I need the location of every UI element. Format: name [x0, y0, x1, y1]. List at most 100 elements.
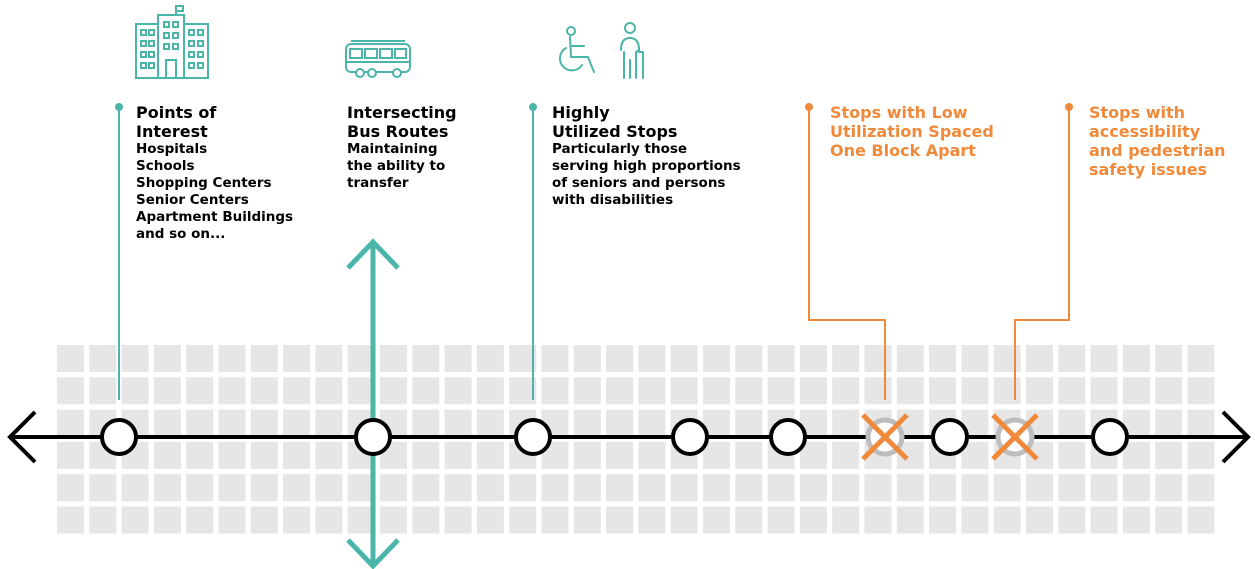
wheelchair-and-person-with-cane-icon: [559, 22, 644, 79]
grid-block: [961, 506, 989, 534]
bus-routes-title-1: Intersecting: [347, 103, 457, 122]
grid-block: [832, 377, 860, 405]
grid-block: [250, 377, 278, 405]
grid-block: [121, 506, 149, 534]
grid-block: [1155, 345, 1183, 372]
grid-block: [541, 345, 569, 372]
points-of-interest-title-2: Interest: [136, 122, 208, 141]
accessibility-title-3: and pedestrian: [1089, 141, 1226, 160]
grid-block: [283, 377, 311, 405]
grid-block: [1187, 345, 1215, 372]
grid-block: [283, 409, 311, 437]
grid-block: [703, 474, 730, 502]
grid-block: [1058, 506, 1086, 534]
accessibility-title-1: Stops with: [1089, 103, 1186, 122]
grid-block: [1058, 409, 1086, 437]
grid-block: [57, 409, 84, 437]
cross-route-arrowhead-top: [346, 238, 400, 270]
grid-block: [121, 377, 149, 405]
grid-block: [832, 474, 860, 502]
grid-block: [476, 409, 504, 437]
grid-block: [541, 506, 569, 534]
grid-block: [380, 377, 407, 405]
grid-block: [1122, 345, 1150, 372]
grid-block: [89, 506, 117, 534]
grid-block: [735, 506, 763, 534]
grid-block: [218, 474, 246, 502]
bus-routes-line-1: Maintaining: [347, 141, 438, 157]
grid-block: [444, 441, 472, 469]
grid-block: [832, 345, 860, 372]
grid-block: [541, 474, 569, 502]
grid-block: [509, 506, 537, 534]
grid-block: [1122, 441, 1150, 469]
grid-block: [1058, 345, 1086, 372]
grid-block: [1187, 441, 1215, 469]
grid-block: [1187, 506, 1215, 534]
points-of-interest-title-1: Points of: [136, 103, 217, 122]
grid-block: [573, 474, 601, 502]
grid-block: [1026, 345, 1053, 372]
grid-block: [703, 377, 730, 405]
low-utilization-stops-label: Stops with Low Utilization Spaced One Bl…: [830, 103, 994, 160]
grid-block: [735, 409, 763, 437]
grid-block: [250, 506, 278, 534]
low-utilization-title-1: Stops with Low: [830, 103, 968, 122]
grid-block: [153, 474, 181, 502]
grid-block: [638, 474, 666, 502]
grid-block: [1026, 506, 1053, 534]
grid-block: [896, 377, 924, 405]
grid-block: [57, 377, 84, 405]
grid-block: [670, 474, 698, 502]
accessibility-issue-stops-label: Stops with accessibility and pedestrian …: [1089, 103, 1226, 179]
grid-block: [186, 409, 214, 437]
grid-block: [250, 441, 278, 469]
grid-block: [606, 377, 634, 405]
intersecting-bus-routes-label: Intersecting Bus Routes Maintaining the …: [347, 103, 457, 192]
grid-block: [799, 506, 827, 534]
poi-connector-dot: [115, 103, 123, 111]
bus-stops: [100, 413, 1129, 461]
grid-block: [1026, 474, 1053, 502]
grid-block: [315, 345, 343, 372]
grid-block: [476, 377, 504, 405]
grid-block: [929, 345, 957, 372]
grid-block: [250, 409, 278, 437]
street-grid: [57, 345, 1215, 534]
grid-block: [121, 474, 149, 502]
grid-block: [476, 474, 504, 502]
grid-block: [186, 377, 214, 405]
grid-block: [1090, 345, 1118, 372]
grid-block: [476, 345, 504, 372]
grid-block: [57, 474, 84, 502]
grid-block: [1187, 474, 1215, 502]
grid-block: [832, 409, 860, 437]
grid-block: [1187, 377, 1215, 405]
grid-block: [929, 506, 957, 534]
grid-block: [993, 474, 1021, 502]
low-utilization-title-3: One Block Apart: [830, 141, 976, 160]
grid-block: [283, 345, 311, 372]
grid-block: [1155, 409, 1183, 437]
grid-block: [767, 345, 795, 372]
utilized-stops-line-1: Particularly those: [552, 141, 688, 157]
grid-block: [444, 345, 472, 372]
grid-block: [735, 377, 763, 405]
grid-block: [250, 345, 278, 372]
connector-lines: [115, 103, 1073, 400]
grid-block: [1058, 474, 1086, 502]
grid-block: [638, 441, 666, 469]
route-arrowhead-left: [7, 410, 37, 464]
grid-block: [735, 474, 763, 502]
grid-block: [1155, 474, 1183, 502]
grid-block: [412, 441, 440, 469]
utilized-stops-line-2: serving high proportions: [552, 158, 741, 174]
grid-block: [412, 377, 440, 405]
grid-block: [638, 345, 666, 372]
grid-block: [606, 441, 634, 469]
utilized-stops-title-2: Utilized Stops: [552, 122, 678, 141]
grid-block: [1187, 409, 1215, 437]
grid-block: [218, 441, 246, 469]
grid-block: [767, 377, 795, 405]
grid-block: [153, 441, 181, 469]
